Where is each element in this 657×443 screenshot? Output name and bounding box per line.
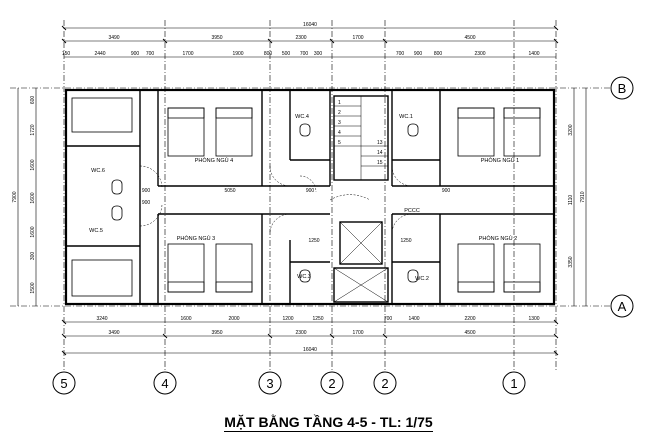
dim-right-2: 3350 — [568, 256, 574, 267]
dim-top-3: 2300 — [295, 35, 306, 41]
dim-bot-r1-2: 2000 — [228, 316, 239, 322]
dim-top-r2-13: 2300 — [474, 51, 485, 57]
dim-left-2: 1600 — [30, 159, 36, 170]
room-label-wc2: WC.2 — [415, 276, 429, 282]
dim-corridor-0: 900 — [142, 188, 151, 194]
dim-left-4: 1600 — [30, 226, 36, 237]
axis-label-1: 1 — [510, 376, 517, 391]
axis-label-2a: 2 — [328, 376, 335, 391]
dim-top-r2-10: 700 — [396, 51, 405, 57]
dim-top-total: 16040 — [303, 22, 317, 28]
dim-top-r2-2: 900 — [131, 51, 140, 57]
room-label-bed4: PHÒNG NGỦ 4 — [195, 157, 234, 164]
dim-left-5: 300 — [30, 252, 36, 261]
axis-bubble-3 — [258, 371, 282, 395]
dim-bot-r1-8: 1300 — [528, 316, 539, 322]
dim-bot-r2-4: 4500 — [464, 330, 475, 336]
dim-left-total: 7900 — [12, 191, 18, 202]
axis-bubble-b — [610, 76, 634, 100]
axis-label-b: B — [618, 81, 627, 96]
axis-bubble-5 — [52, 371, 76, 395]
dim-bot-r2-0: 3490 — [108, 330, 119, 336]
room-label-bed2: PHÒNG NGỦ 2 — [479, 235, 518, 242]
stair-number-2: 2 — [338, 110, 341, 116]
axis-label-3: 3 — [266, 376, 273, 391]
dim-top-5: 4500 — [464, 35, 475, 41]
room-label-bed3: PHÒNG NGỦ 3 — [177, 235, 216, 242]
dim-top-r2-9: 300 — [314, 51, 323, 57]
room-label-pccc: PCCC — [404, 208, 420, 214]
dim-bot-r1-4: 1250 — [312, 316, 323, 322]
dim-top-r2-14: 1400 — [528, 51, 539, 57]
dim-top-r2-11: 900 — [414, 51, 423, 57]
room-label-wc3: WC.3 — [297, 274, 311, 280]
dim-corridor-1: 5050 — [224, 188, 235, 194]
dim-left-1: 1720 — [30, 124, 36, 135]
dim-top-r2-0: 150 — [62, 51, 71, 57]
dim-bot-r1-3: 1200 — [282, 316, 293, 322]
dim-top-r2-6: 800 — [264, 51, 273, 57]
room-label-wc4: WC.4 — [295, 114, 309, 120]
dim-top-r2-4: 1700 — [182, 51, 193, 57]
axis-label-4: 4 — [161, 376, 168, 391]
dim-bot-r1-1: 1600 — [180, 316, 191, 322]
dim-top-r2-8: 700 — [300, 51, 309, 57]
dim-corridor-3: 900 — [442, 188, 451, 194]
dim-bot-r1-7: 2200 — [464, 316, 475, 322]
dim-right-total: 7910 — [580, 191, 586, 202]
dim-top-1: 3490 — [108, 35, 119, 41]
dim-top-r2-1: 2440 — [94, 51, 105, 57]
axis-bubble-2a — [320, 371, 344, 395]
dim-right-0: 3200 — [568, 124, 574, 135]
stair-number-1: 1 — [338, 100, 341, 106]
dim-top-r2-12: 800 — [434, 51, 443, 57]
stair-number-14: 14 — [377, 150, 383, 156]
stair-number-13: 13 — [377, 140, 383, 146]
dim-corridor-4: 1250 — [308, 238, 319, 244]
dim-top-r2-7: 500 — [282, 51, 291, 57]
plan-title: MẶT BẰNG TẦNG 4-5 - TL: 1/75 — [0, 414, 657, 432]
dim-right-1: 1110 — [568, 195, 574, 206]
room-label-wc5: WC.5 — [89, 228, 103, 234]
axis-label-2b: 2 — [381, 376, 388, 391]
dim-left-6: 1500 — [30, 282, 36, 293]
axis-bubble-4 — [153, 371, 177, 395]
dim-bot-r1-6: 1400 — [408, 316, 419, 322]
axis-bubble-a — [610, 294, 634, 318]
room-label-wc1: WC.1 — [399, 114, 413, 120]
dim-corridor-6: 900 — [142, 200, 151, 206]
stair-number-15: 15 — [377, 160, 383, 166]
dim-left-0: 600 — [30, 96, 36, 105]
dim-top-2: 3950 — [211, 35, 222, 41]
dim-bot-r2-2: 2300 — [295, 330, 306, 336]
dim-corridor-2: 900 — [306, 188, 315, 194]
plan-title-text: MẶT BẰNG TẦNG 4-5 - TL: 1/75 — [224, 414, 433, 432]
dim-bot-r2-3: 1700 — [352, 330, 363, 336]
axis-bubble-1 — [502, 371, 526, 395]
dim-bot-r2-1: 3950 — [211, 330, 222, 336]
dim-top-r2-5: 1900 — [232, 51, 243, 57]
stair-number-3: 3 — [338, 120, 341, 126]
stair-number-4: 4 — [338, 130, 341, 136]
dim-bot-r1-5: 700 — [384, 316, 393, 322]
dim-bot-r1-0: 3240 — [96, 316, 107, 322]
dim-top-4: 1700 — [352, 35, 363, 41]
room-label-wc6: WC.6 — [91, 168, 105, 174]
stair-number-5: 5 — [338, 140, 341, 146]
axis-label-a: A — [618, 299, 627, 314]
dim-bot-total: 16040 — [303, 347, 317, 353]
dim-corridor-5: 1250 — [400, 238, 411, 244]
axis-bubble-2b — [373, 371, 397, 395]
room-label-bed1: PHÒNG NGỦ 1 — [481, 157, 520, 164]
dim-left-3: 1600 — [30, 192, 36, 203]
dim-top-r2-3: 700 — [146, 51, 155, 57]
axis-label-5: 5 — [60, 376, 67, 391]
